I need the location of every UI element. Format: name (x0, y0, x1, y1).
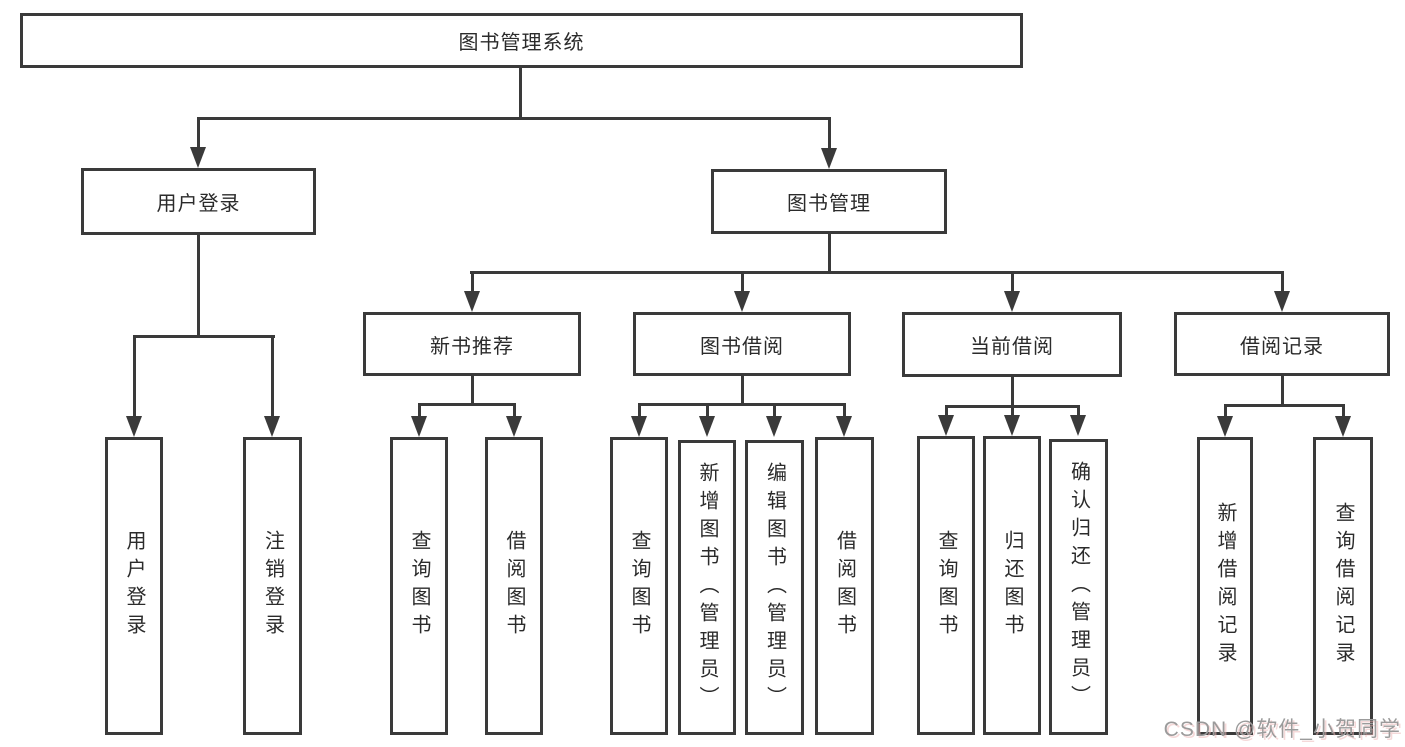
connector-book-borrow-stem (741, 374, 744, 406)
node-new-book-recommend: 新书推荐 (363, 312, 581, 376)
connector-borrow-records-stem (1281, 374, 1284, 407)
leaf-return-books: 归还图书 (983, 436, 1041, 735)
connector-drop (418, 403, 421, 418)
node-label: 图书管理 (787, 193, 871, 215)
connector-new-book-split (418, 403, 516, 406)
leaf-borrow-books-recommend: 借阅图书 (485, 437, 543, 735)
connector-drop (1342, 404, 1345, 418)
leaf-confirm-return-admin: 确认归还（管理员） (1049, 439, 1108, 735)
leaf-query-books-current: 查询图书 (917, 436, 975, 735)
connector-drop (638, 403, 641, 418)
node-user-login-group: 用户登录 (81, 168, 316, 235)
arrowhead-down-icon (1217, 416, 1233, 437)
arrowhead-down-icon (836, 416, 852, 437)
connector-borrow-records-split (1224, 404, 1345, 407)
connector-drop (471, 271, 474, 293)
leaf-add-books-admin: 新增图书（管理员） (678, 440, 736, 735)
arrowhead-down-icon (631, 416, 647, 437)
connector-book-mgmt-split (470, 271, 1284, 274)
connector-drop (1281, 271, 1284, 293)
connector-root-stem (519, 68, 522, 119)
connector-drop (513, 403, 516, 418)
connector-book-mgmt-stem (828, 232, 831, 274)
connector-drop (741, 271, 744, 293)
arrowhead-down-icon (1335, 416, 1351, 437)
arrowhead-down-icon (1274, 291, 1290, 312)
arrowhead-down-icon (464, 291, 480, 312)
leaf-query-borrow-record: 查询借阅记录 (1313, 437, 1373, 735)
node-label: 当前借阅 (970, 336, 1054, 358)
connector-drop (133, 335, 136, 418)
connector-drop (773, 403, 776, 418)
connector-current-borrow-stem (1011, 375, 1014, 408)
leaf-edit-books-admin: 编辑图书（管理员） (745, 440, 804, 735)
node-borrow-records: 借阅记录 (1174, 312, 1390, 376)
arrowhead-down-icon (190, 147, 206, 168)
node-label: 新书推荐 (430, 335, 514, 358)
leaf-query-books-borrow: 查询图书 (610, 437, 668, 735)
connector-user-login-split (133, 335, 275, 338)
connector-drop (1011, 271, 1014, 293)
node-label: 图书借阅 (700, 335, 784, 358)
arrowhead-down-icon (1004, 291, 1020, 312)
node-book-borrow: 图书借阅 (633, 312, 851, 376)
node-label: 借阅记录 (1240, 335, 1324, 358)
leaf-user-login: 用户登录 (105, 437, 163, 735)
arrowhead-down-icon (766, 416, 782, 437)
node-book-management: 图书管理 (711, 169, 947, 234)
arrowhead-down-icon (126, 416, 142, 437)
connector-new-book-stem (471, 374, 474, 406)
arrowhead-down-icon (821, 148, 837, 169)
connector-root-split (197, 117, 831, 120)
leaf-logout: 注销登录 (243, 437, 302, 735)
connector-drop (945, 405, 948, 417)
connector-drop (706, 403, 709, 418)
arrowhead-down-icon (1070, 415, 1086, 436)
arrowhead-down-icon (938, 415, 954, 436)
arrowhead-down-icon (506, 416, 522, 437)
node-label: 用户登录 (156, 193, 241, 215)
connector-drop (271, 335, 274, 418)
arrowhead-down-icon (411, 416, 427, 437)
connector-drop (1077, 405, 1080, 417)
connector-drop (1224, 404, 1227, 418)
csdn-watermark: CSDN @软件_小贺同学 (1163, 718, 1401, 741)
node-library-management-system: 图书管理系统 (20, 13, 1023, 68)
leaf-borrow-books: 借阅图书 (815, 437, 874, 735)
connector-root-left-drop (197, 117, 200, 149)
node-current-borrow: 当前借阅 (902, 312, 1122, 377)
leaf-add-borrow-record: 新增借阅记录 (1197, 437, 1253, 735)
leaf-query-books-recommend: 查询图书 (390, 437, 448, 735)
node-label: 图书管理系统 (458, 32, 585, 54)
connector-drop (843, 403, 846, 418)
arrowhead-down-icon (734, 291, 750, 312)
connector-book-borrow-split (638, 403, 846, 406)
arrowhead-down-icon (699, 416, 715, 437)
connector-drop (1011, 405, 1014, 417)
arrowhead-down-icon (1004, 415, 1020, 436)
arrowhead-down-icon (264, 416, 280, 437)
connector-root-right-drop (828, 117, 831, 149)
connector-user-login-stem (197, 233, 200, 338)
